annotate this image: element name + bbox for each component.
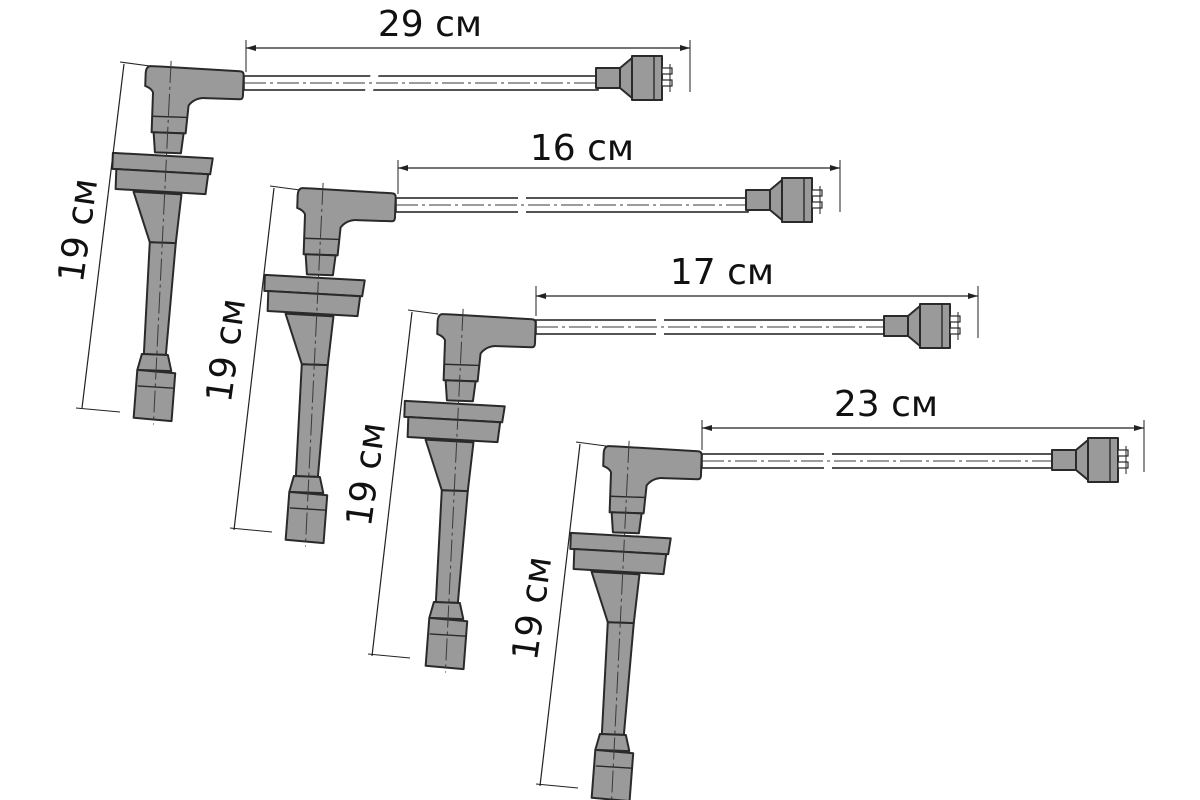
cable-2-distributor-terminal (745, 177, 823, 223)
cable-3-distributor-terminal (883, 303, 961, 349)
cable-1-boot-length-label: 19 см (51, 176, 106, 285)
cable-3-length-label: 17 см (670, 252, 774, 293)
cable-1-length-label: 29 см (378, 4, 482, 45)
cable-3-boot-length-label: 19 см (339, 420, 394, 529)
cable-2-length-label: 16 см (530, 128, 634, 169)
cable-2-boot-length-label: 19 см (199, 296, 254, 405)
cable-1: 29 см 19 см (51, 4, 691, 429)
cable-4-distributor-terminal (1051, 437, 1129, 483)
cable-4-length-label: 23 см (834, 384, 938, 425)
cable-3: 17 см 19 см (339, 252, 979, 677)
cable-4-spark-plug-boot (560, 437, 704, 800)
cable-1-distributor-terminal (595, 55, 673, 101)
cable-4: 23 см 19 см (505, 384, 1145, 800)
cable-4-boot-length-label: 19 см (505, 554, 560, 663)
